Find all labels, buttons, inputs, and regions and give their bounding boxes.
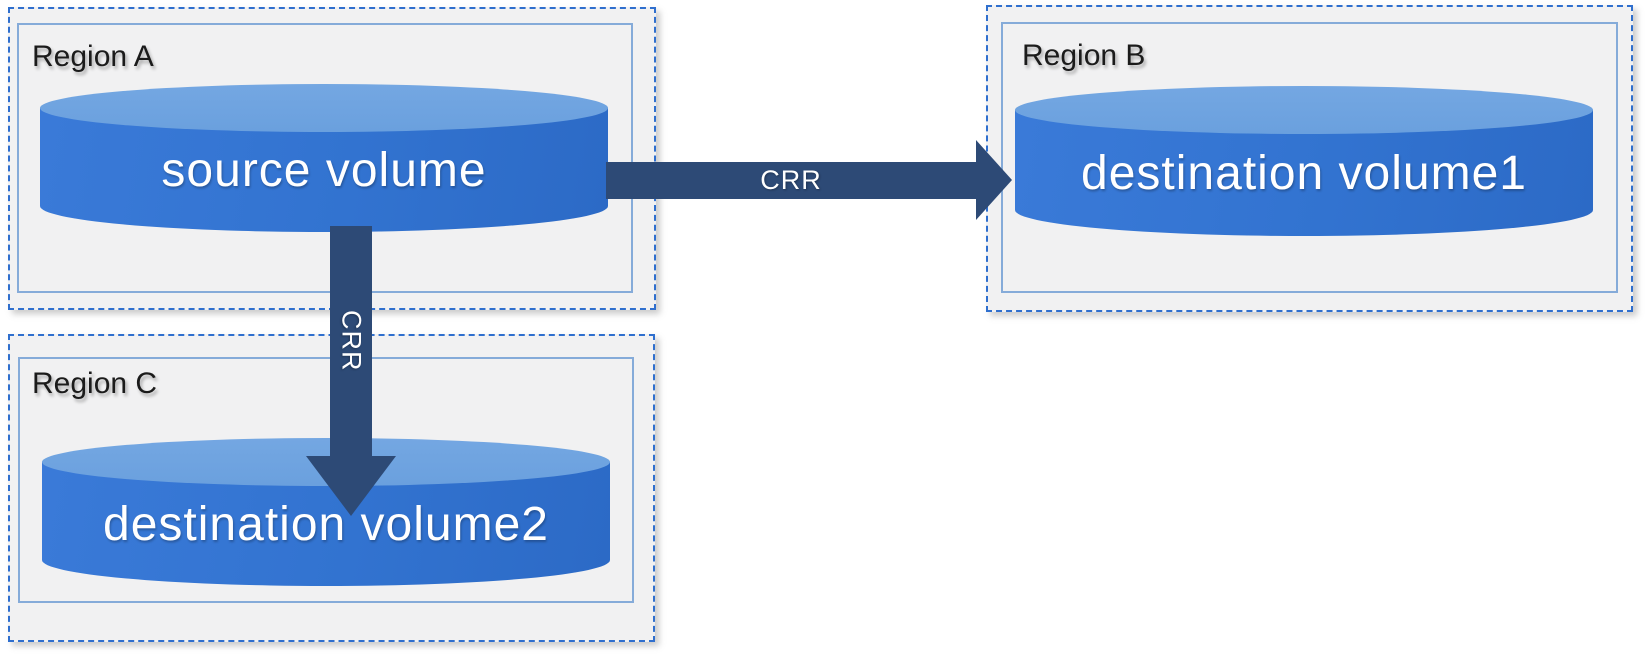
crr-arrow-right-head-icon	[976, 140, 1012, 220]
region-c-inner-border	[18, 357, 634, 603]
region-c-title: Region C	[32, 367, 158, 400]
crr-arrow-down-head-icon	[306, 456, 396, 516]
source-volume-cylinder-icon: source volume	[40, 84, 608, 232]
destination-volume1-cylinder-icon: destination volume1	[1015, 86, 1593, 236]
crr-arrow-right-shaft: CRR	[606, 162, 976, 199]
region-b-title: Region B	[1022, 39, 1146, 72]
region-a-inner-border	[17, 23, 633, 293]
source-volume-label: source volume	[161, 143, 487, 197]
cylinder-top-ellipse	[40, 84, 608, 132]
crr-arrow-down-shaft: CRR	[330, 226, 372, 456]
cylinder-top-ellipse	[1015, 86, 1593, 134]
crr-arrow-right-label: CRR	[760, 165, 822, 195]
region-a-title: Region A	[32, 40, 154, 73]
destination-volume1-label: destination volume1	[1081, 146, 1527, 200]
crr-arrow-down-label: CRR	[336, 310, 367, 372]
